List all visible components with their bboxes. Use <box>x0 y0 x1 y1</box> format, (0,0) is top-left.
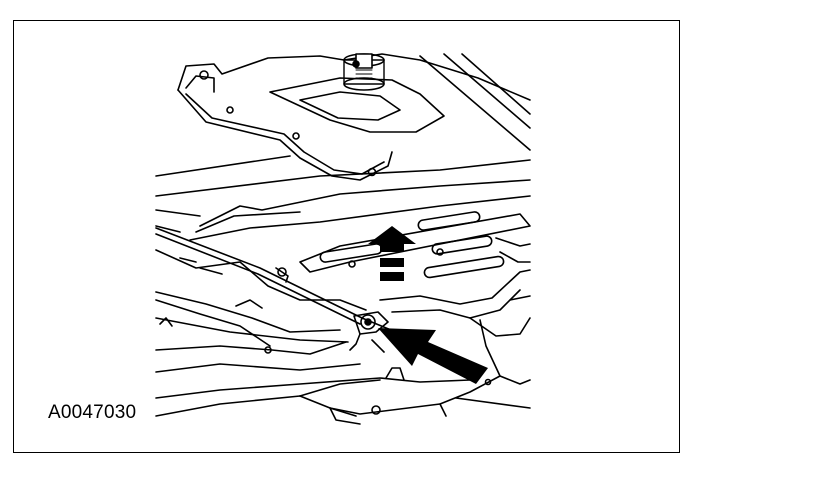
slotted-crossmember <box>299 211 531 279</box>
figure-id-label: A0047030 <box>48 402 137 423</box>
cable-fastener <box>349 311 389 353</box>
lower-left-structure <box>155 249 471 399</box>
lower-right-bracket <box>155 237 531 425</box>
direction-up-dashed-arrow-icon <box>368 226 416 281</box>
frame-rails <box>155 53 531 241</box>
upper-bracket <box>177 53 531 181</box>
arrow-pointing-to-fastener-icon <box>378 328 488 384</box>
